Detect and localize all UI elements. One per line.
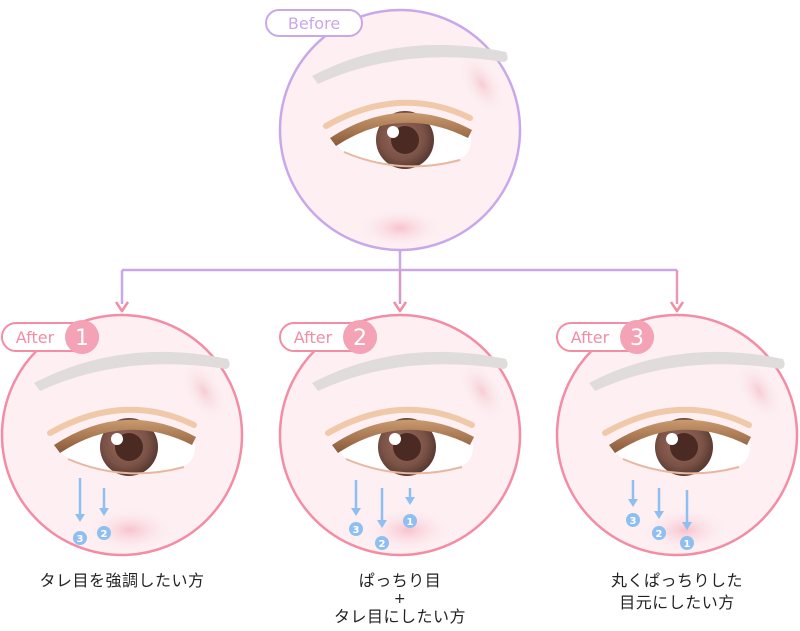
after-label: After 1: [2, 320, 99, 354]
step-number: 2: [101, 529, 108, 540]
step-number: 3: [630, 516, 637, 527]
after-label-text: After: [16, 328, 55, 347]
after-label-text: After: [571, 328, 610, 347]
before-panel: Before: [266, 10, 520, 250]
step-number: 3: [77, 534, 84, 545]
step-number: 2: [379, 539, 386, 550]
caption-2: ぱっちり目+タレ目にしたい方: [270, 570, 530, 628]
caption-line: 目元にしたい方: [547, 592, 800, 614]
before-label: Before: [266, 10, 362, 36]
caption-line: 丸くぱっちりした: [547, 570, 800, 592]
caption-line: タレ目にしたい方: [270, 606, 530, 628]
after-label: After 2: [280, 320, 377, 354]
after-panel-3: 3 2 1 After 3: [557, 315, 797, 555]
step-number: 1: [684, 539, 691, 550]
caption-line: ぱっちり目: [270, 570, 530, 592]
before-label-text: Before: [288, 14, 340, 33]
after-number: 2: [353, 326, 367, 351]
caption-line: +: [270, 592, 530, 606]
caption-1: タレ目を強調したい方: [0, 570, 252, 592]
after-number: 3: [630, 326, 644, 351]
step-number: 2: [656, 529, 663, 540]
after-panel-2: 3 2 1 After 2: [280, 315, 520, 555]
after-panel-1: 3 2 After 1: [2, 315, 242, 555]
step-number: 3: [353, 525, 360, 536]
after-number: 1: [75, 326, 89, 351]
after-label-text: After: [294, 328, 333, 347]
connector-lines: [116, 242, 683, 311]
caption-3: 丸くぱっちりした目元にしたい方: [547, 570, 800, 614]
step-number: 1: [407, 517, 414, 528]
cheek-blush: [358, 208, 442, 248]
after-label: After 3: [557, 320, 654, 354]
caption-line: タレ目を強調したい方: [0, 570, 252, 592]
